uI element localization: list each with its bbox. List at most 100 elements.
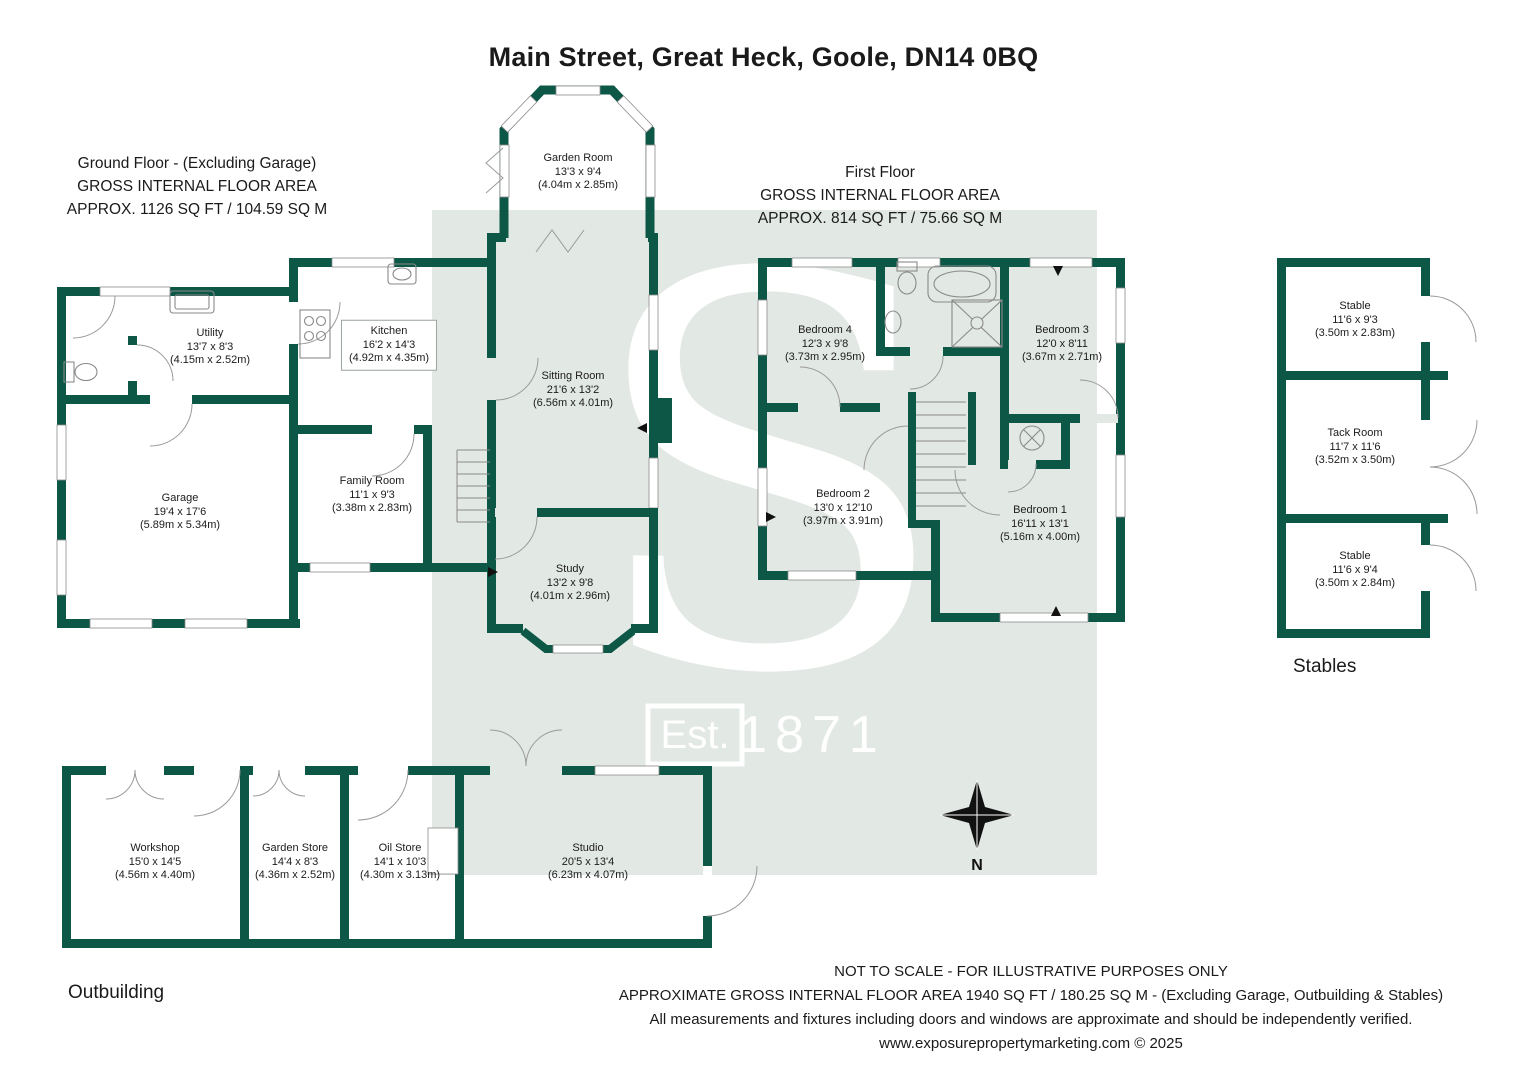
- outbuilding-section-label: Outbuilding: [68, 982, 165, 1003]
- room-name: Garage: [161, 491, 199, 504]
- room-dims-metric: (4.01m x 2.96m): [529, 589, 611, 602]
- footer-line1: NOT TO SCALE - FOR ILLUSTRATIVE PURPOSES…: [834, 963, 1228, 980]
- room-name: Garden Room: [543, 151, 613, 164]
- ground-floor-heading-line2: GROSS INTERNAL FLOOR AREA: [77, 178, 317, 195]
- room-label-bedroom-3: Bedroom 3 12'0 x 8'11 (3.67m x 2.71m): [1022, 324, 1102, 365]
- room-dims-metric: (3.50m x 2.84m): [1314, 576, 1396, 589]
- first-floor-heading-line1: First Floor: [845, 164, 915, 181]
- room-dims-imperial: 11'7 x 11'6: [1329, 440, 1381, 453]
- room-dims-metric: (4.15m x 2.52m): [169, 353, 251, 366]
- first-floor-plan: [757, 257, 1126, 623]
- room-dims-imperial: 11'1 x 9'3: [349, 488, 395, 501]
- footer-line3: All measurements and fixtures including …: [649, 1011, 1413, 1028]
- kitchen-fixtures: [299, 263, 417, 359]
- room-label-family-room: Family Room 11'1 x 9'3 (3.38m x 2.83m): [332, 475, 412, 516]
- room-label-studio: Studio 20'5 x 13'4 (6.23m x 4.07m): [548, 842, 628, 883]
- room-dims-metric: (6.56m x 4.01m): [532, 396, 614, 409]
- room-label-bedroom-4: Bedroom 4 12'3 x 9'8 (3.73m x 2.95m): [785, 324, 865, 365]
- room-dims-imperial: 13'7 x 8'3: [186, 340, 234, 353]
- room-dims-imperial: 12'0 x 8'11: [1036, 337, 1088, 350]
- outbuilding-plan: [62, 729, 758, 948]
- room-label-sitting-room: Sitting Room 21'6 x 13'2 (6.56m x 4.01m): [533, 370, 613, 411]
- ground-floor-heading: Ground Floor - (Excluding Garage) GROSS …: [37, 152, 357, 221]
- first-floor-heading-line3: APPROX. 814 SQ FT / 75.66 SQ M: [757, 210, 1003, 227]
- room-label-stable-bottom: Stable 11'6 x 9'4 (3.50m x 2.84m): [1315, 550, 1395, 591]
- room-dims-imperial: 13'3 x 9'4: [554, 165, 602, 178]
- room-name: Studio: [572, 841, 604, 854]
- room-dims-imperial: 16'11 x 13'1: [1011, 517, 1069, 530]
- room-label-utility: Utility 13'7 x 8'3 (4.15m x 2.52m): [170, 327, 250, 368]
- room-name: Stable: [1339, 549, 1371, 562]
- room-label-bedroom-1: Bedroom 1 16'11 x 13'1 (5.16m x 4.00m): [1000, 504, 1080, 545]
- ground-floor-plan: [56, 85, 672, 654]
- room-label-workshop: Workshop 15'0 x 14'5 (4.56m x 4.40m): [115, 842, 195, 883]
- room-label-garage: Garage 19'4 x 17'6 (5.89m x 5.34m): [140, 492, 220, 533]
- room-dims-metric: (6.23m x 4.07m): [547, 868, 629, 881]
- room-dims-imperial: 12'3 x 9'8: [801, 337, 849, 350]
- room-name: Workshop: [130, 841, 180, 854]
- first-floor-heading: First Floor GROSS INTERNAL FLOOR AREA AP…: [720, 161, 1040, 230]
- room-dims-imperial: 13'0 x 12'10: [813, 501, 873, 514]
- room-dims-metric: (3.97m x 3.91m): [802, 514, 884, 527]
- room-name: Kitchen: [370, 324, 408, 337]
- room-label-tack-room: Tack Room 11'7 x 11'6 (3.52m x 3.50m): [1315, 427, 1395, 468]
- room-dims-imperial: 16'2 x 14'3: [362, 338, 416, 351]
- room-dims-imperial: 11'6 x 9'3: [1332, 313, 1378, 326]
- room-label-garden-room: Garden Room 13'3 x 9'4 (4.04m x 2.85m): [538, 152, 618, 193]
- room-label-bedroom-2: Bedroom 2 13'0 x 12'10 (3.97m x 3.91m): [803, 488, 883, 529]
- room-name: Bedroom 3: [1035, 323, 1089, 336]
- room-name: Bedroom 4: [798, 323, 852, 336]
- room-dims-imperial: 20'5 x 13'4: [561, 855, 615, 868]
- room-dims-imperial: 13'2 x 9'8: [546, 576, 594, 589]
- room-name: Utility: [196, 326, 224, 339]
- room-name: Tack Room: [1327, 426, 1383, 439]
- footer-disclaimer: NOT TO SCALE - FOR ILLUSTRATIVE PURPOSES…: [535, 960, 1527, 1056]
- page-title: Main Street, Great Heck, Goole, DN14 0BQ: [488, 42, 1039, 72]
- ground-floor-heading-line1: Ground Floor - (Excluding Garage): [77, 155, 317, 172]
- room-dims-metric: (4.30m x 3.13m): [359, 868, 441, 881]
- est-year: 1871: [738, 706, 886, 764]
- room-dims-metric: (5.89m x 5.34m): [139, 518, 221, 531]
- room-dims-metric: (3.52m x 3.50m): [1314, 453, 1396, 466]
- wc-symbol: [1019, 425, 1045, 451]
- room-dims-metric: (4.04m x 2.85m): [537, 178, 619, 191]
- room-dims-metric: (4.56m x 4.40m): [114, 868, 196, 881]
- room-dims-imperial: 14'1 x 10'3: [373, 855, 427, 868]
- room-dims-metric: (3.67m x 2.71m): [1021, 350, 1103, 363]
- room-dims-metric: (4.36m x 2.52m): [254, 868, 336, 881]
- room-name: Family Room: [339, 474, 405, 487]
- room-label-garden-store: Garden Store 14'4 x 8'3 (4.36m x 2.52m): [255, 842, 335, 883]
- room-label-study: Study 13'2 x 9'8 (4.01m x 2.96m): [530, 563, 610, 604]
- first-floor-stairs: [916, 401, 966, 507]
- stables-plan: [1277, 258, 1478, 638]
- room-dims-metric: (4.92m x 4.35m): [348, 351, 430, 364]
- est-1871-badge: Est. 1871: [645, 703, 886, 767]
- room-label-stable-top: Stable 11'6 x 9'3 (3.50m x 2.83m): [1315, 300, 1395, 341]
- est-label: Est.: [661, 713, 730, 757]
- utility-fixtures: [63, 290, 215, 383]
- room-name: Garden Store: [261, 841, 329, 854]
- room-dims-imperial: 14'4 x 8'3: [271, 855, 319, 868]
- room-dims-metric: (5.16m x 4.00m): [999, 530, 1081, 543]
- footer-line2: APPROXIMATE GROSS INTERNAL FLOOR AREA 19…: [618, 987, 1444, 1004]
- room-dims-imperial: 15'0 x 14'5: [128, 855, 182, 868]
- ground-stairs: [456, 449, 490, 523]
- room-name: Bedroom 1: [1013, 503, 1067, 516]
- room-dims-metric: (3.38m x 2.83m): [331, 501, 413, 514]
- room-dims-metric: (3.73m x 2.95m): [784, 350, 866, 363]
- room-dims-metric: (3.50m x 2.83m): [1314, 326, 1396, 339]
- room-dims-imperial: 19'4 x 17'6: [153, 505, 207, 518]
- room-dims-imperial: 21'6 x 13'2: [546, 383, 600, 396]
- room-name: Study: [555, 562, 585, 575]
- bathroom-fixtures: [884, 261, 1003, 348]
- room-name: Bedroom 2: [816, 487, 870, 500]
- footer-line4: www.exposurepropertymarketing.com © 2025: [879, 1035, 1183, 1052]
- room-name: Stable: [1339, 299, 1371, 312]
- stables-section-label: Stables: [1293, 656, 1357, 677]
- compass-north-icon: N: [940, 780, 1014, 874]
- ground-floor-heading-line3: APPROX. 1126 SQ FT / 104.59 SQ M: [66, 201, 328, 218]
- compass-north-label: N: [971, 857, 983, 874]
- room-name: Sitting Room: [541, 369, 605, 382]
